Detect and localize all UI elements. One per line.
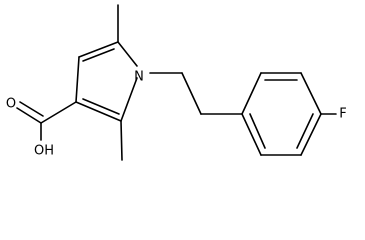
structure-canvas: N F O OH [6,4,347,161]
bond-c5-c4-double [82,48,115,62]
hydroxyl-label: OH [34,144,54,159]
molecule-drawing: N F O OH [6,4,347,161]
bond-ar6-ar1 [241,113,262,156]
bond-c5-c4 [78,41,119,58]
bond-c4-c3 [75,56,80,103]
fluorine-label: F [339,107,346,122]
carbonyl-oxygen-label: O [6,97,16,112]
bond-ar3-ar4 [300,72,322,115]
bond-n1-c5 [117,41,138,67]
bond-c3-c2 [75,101,122,122]
bond-ar1-ar2 [241,72,262,115]
bond-c2-n1 [120,77,138,122]
bond-ch2-ch2 [181,72,202,115]
bond-c3-c2-double [82,98,120,115]
bond-ar4-ar5 [300,113,322,156]
pyrrole-ring [75,41,138,122]
benzene-ring [241,72,322,156]
bond-carbonyl [16,107,42,124]
bond-c3-carboxyl [40,101,77,124]
bond-carbonyl-double [19,101,44,117]
nitrogen-label: N [134,70,144,85]
bond-ar6-ar1-double [249,113,266,149]
bond-ar4-ar5-double [296,113,314,149]
methyl-c2 [120,120,123,161]
carboxylic-acid-group [16,101,77,141]
